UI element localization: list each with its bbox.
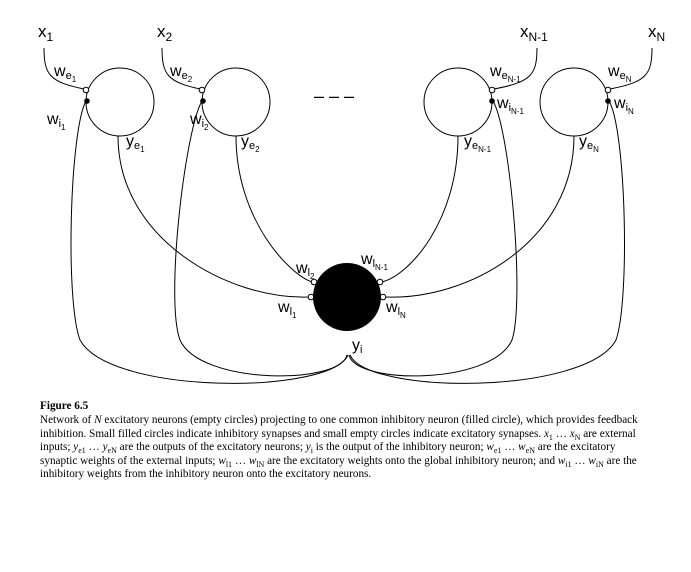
output-line-e2: [235, 135, 313, 283]
synapse-we2: [198, 86, 206, 94]
synapse-we1: [82, 86, 90, 94]
inhibitory-neuron: [313, 263, 381, 331]
label-weN: weN: [607, 63, 632, 84]
figure-title: Figure 6.5: [40, 400, 89, 412]
synapse-wiN: [605, 98, 611, 104]
network-diagram: – – – x1 x2 xN-1 xN we1 we2 weN-1 weN wi…: [38, 22, 665, 384]
excitatory-neuron-1: [85, 67, 155, 137]
input-line-N: [609, 47, 653, 90]
figure-caption: Figure 6.5 Network of N excitatory neuro…: [40, 400, 652, 481]
excitatory-neuron-N-1: [423, 67, 493, 137]
input-line-2: [161, 47, 201, 90]
label-xN: xN: [648, 22, 665, 44]
label-wiN-1: wiN-1: [496, 95, 524, 116]
excitatory-neuron-N: [539, 67, 609, 137]
output-line-eN: [385, 135, 575, 298]
label-yeN: yeN: [579, 133, 599, 154]
synapse-wl1: [307, 293, 315, 301]
synapse-wi2: [200, 98, 206, 104]
synapse-wi1: [84, 98, 90, 104]
excitatory-neuron-2: [201, 67, 271, 137]
output-line-e1: [117, 135, 310, 298]
feedback-line-2: [174, 100, 348, 377]
synapse-weN: [604, 86, 612, 94]
ellipsis: – – –: [314, 86, 354, 106]
label-weN-1: weN-1: [489, 63, 521, 84]
label-yi: yi: [352, 337, 362, 356]
synapse-wlN: [379, 293, 387, 301]
synapse-weN-1: [488, 86, 496, 94]
label-x2: x2: [157, 22, 173, 44]
label-we2: we2: [169, 63, 193, 84]
label-wl1: wl1: [277, 299, 297, 320]
label-wi2: wi2: [189, 111, 209, 132]
feedback-line-N: [349, 100, 625, 384]
label-yeN-1: yeN-1: [464, 133, 492, 154]
label-xN-1: xN-1: [520, 22, 548, 44]
input-line-1: [43, 47, 85, 90]
label-ye1: ye1: [126, 133, 145, 154]
feedback-line-N-1: [348, 100, 518, 377]
label-we1: we1: [53, 63, 77, 84]
label-wi1: wi1: [46, 111, 66, 132]
feedback-line-1: [70, 100, 349, 384]
label-ye2: ye2: [241, 133, 260, 154]
input-line-N-1: [493, 47, 538, 90]
label-wl2: wl2: [295, 260, 315, 281]
label-wlN: wlN: [385, 299, 406, 320]
output-line-eN-1: [381, 135, 459, 283]
label-x1: x1: [38, 22, 54, 44]
figure-caption-text: Network of N excitatory neurons (empty c…: [40, 414, 638, 481]
label-wiN: wiN: [613, 95, 634, 116]
synapse-wiN-1: [489, 98, 495, 104]
